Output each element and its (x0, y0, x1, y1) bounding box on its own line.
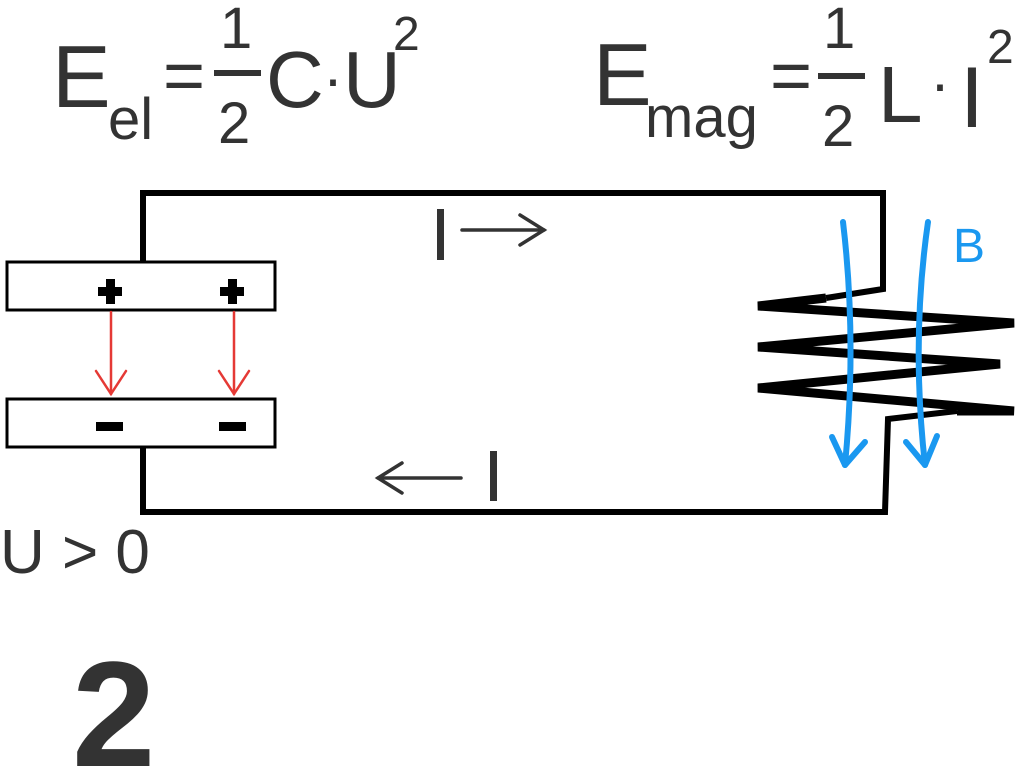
formula-el-quantity: C (266, 35, 324, 124)
formula-el-subscript: el (108, 87, 153, 152)
magnetic-field-arrows (829, 219, 940, 468)
formula-mag-exponent: 2 (987, 21, 1014, 74)
current-bottom: I (374, 451, 497, 501)
voltage-condition: U > 0 (0, 518, 150, 587)
current-bottom-bar (490, 451, 497, 501)
formula-el-variable: U (343, 35, 401, 124)
electric-field-arrow-icon (94, 310, 128, 397)
formula-el-symbol: E (52, 27, 111, 126)
electric-field-arrow-icon (217, 310, 251, 397)
formula-mag-quantity: L (878, 50, 923, 139)
inductor-coil (757, 293, 1015, 416)
current-right-arrow-icon (460, 213, 548, 247)
formula-el-exponent: 2 (393, 8, 420, 61)
formula-mag-numerator: 1 (823, 0, 855, 61)
current-top: I (437, 209, 548, 260)
formula-el-dot: · (323, 45, 343, 112)
formula-el-numerator: 1 (220, 0, 252, 61)
circuit-wire (140, 190, 958, 515)
plus-charge-icon (98, 279, 122, 304)
formula-mag-symbol: E (593, 25, 652, 124)
formula-mag-variable: I (960, 50, 984, 146)
current-top-bar (437, 209, 444, 260)
formula-el-denominator: 2 (218, 91, 250, 156)
formula-magnetic-energy: E mag = 1 2 L · I 2 (593, 0, 1014, 159)
formula-mag-dot: · (930, 50, 950, 117)
figure-number: 2 (72, 630, 155, 770)
magnetic-field-arrow-icon (903, 219, 940, 468)
capacitor: + + − − (5, 260, 277, 449)
formula-mag-fraction-bar (818, 73, 865, 79)
formula-mag-subscript: mag (645, 85, 758, 150)
formula-electric-energy: E el = 1 2 C · U 2 (52, 0, 420, 156)
electric-field-arrows (94, 310, 251, 397)
wire-top (140, 190, 886, 301)
formula-el-fraction-bar (214, 70, 261, 76)
minus-charge-icon (96, 422, 123, 431)
formula-mag-equals: = (770, 36, 812, 116)
magnetic-field-label: B (953, 220, 985, 273)
wire-bottom (140, 408, 958, 515)
formula-el-equals: = (163, 36, 205, 116)
magnetic-field-arrow-icon (829, 219, 868, 468)
current-left-arrow-icon (374, 461, 463, 495)
plus-charge-icon (220, 279, 244, 304)
formula-mag-denominator: 2 (822, 94, 854, 159)
minus-charge-icon (219, 422, 246, 431)
